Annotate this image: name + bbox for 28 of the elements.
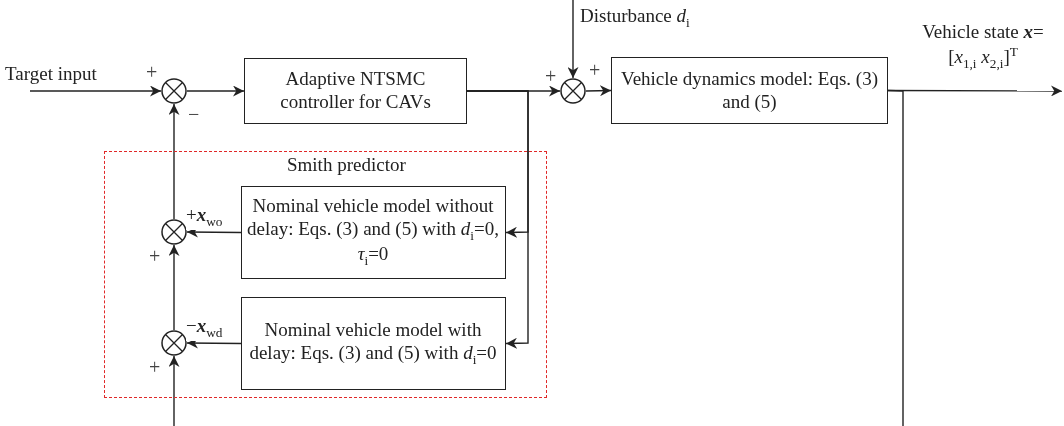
arrow <box>168 244 180 331</box>
summing-junction <box>560 78 586 104</box>
sign-label: + <box>589 60 601 80</box>
sign-label: + <box>146 62 158 82</box>
process-box <box>244 58 467 124</box>
sign-label: − <box>188 104 200 124</box>
arrow <box>567 0 579 79</box>
arrow <box>466 90 529 349</box>
summing-junction <box>161 78 187 104</box>
summing-junction <box>160 218 187 245</box>
process-box <box>611 57 888 124</box>
summing-junction <box>160 329 187 356</box>
box-label: Adaptive NTSMC controller for CAVs <box>279 68 432 114</box>
box-label: Vehicle dynamics model: Eqs. (3) and (5) <box>620 67 879 114</box>
arrow <box>168 355 180 426</box>
sign-label: + <box>545 66 557 86</box>
arrow <box>168 103 180 220</box>
connector-line <box>887 89 904 426</box>
box-label: Nominal vehicle model with delay: Eqs. (3) and (5) with d$_{i}$=0 <box>248 318 498 368</box>
process-box <box>240 185 506 279</box>
sign-label: + <box>149 246 161 266</box>
arrow <box>585 85 612 97</box>
process-box <box>240 296 506 390</box>
sign-label: + <box>149 357 161 377</box>
arrow <box>29 85 162 97</box>
box-label: Nominal vehicle model without delay: Eqs. (3) and (5) with d$_{i}$=0, τ$_{i}$=0 <box>246 194 500 270</box>
arrow <box>186 85 245 97</box>
dashed-group-box <box>104 151 547 398</box>
